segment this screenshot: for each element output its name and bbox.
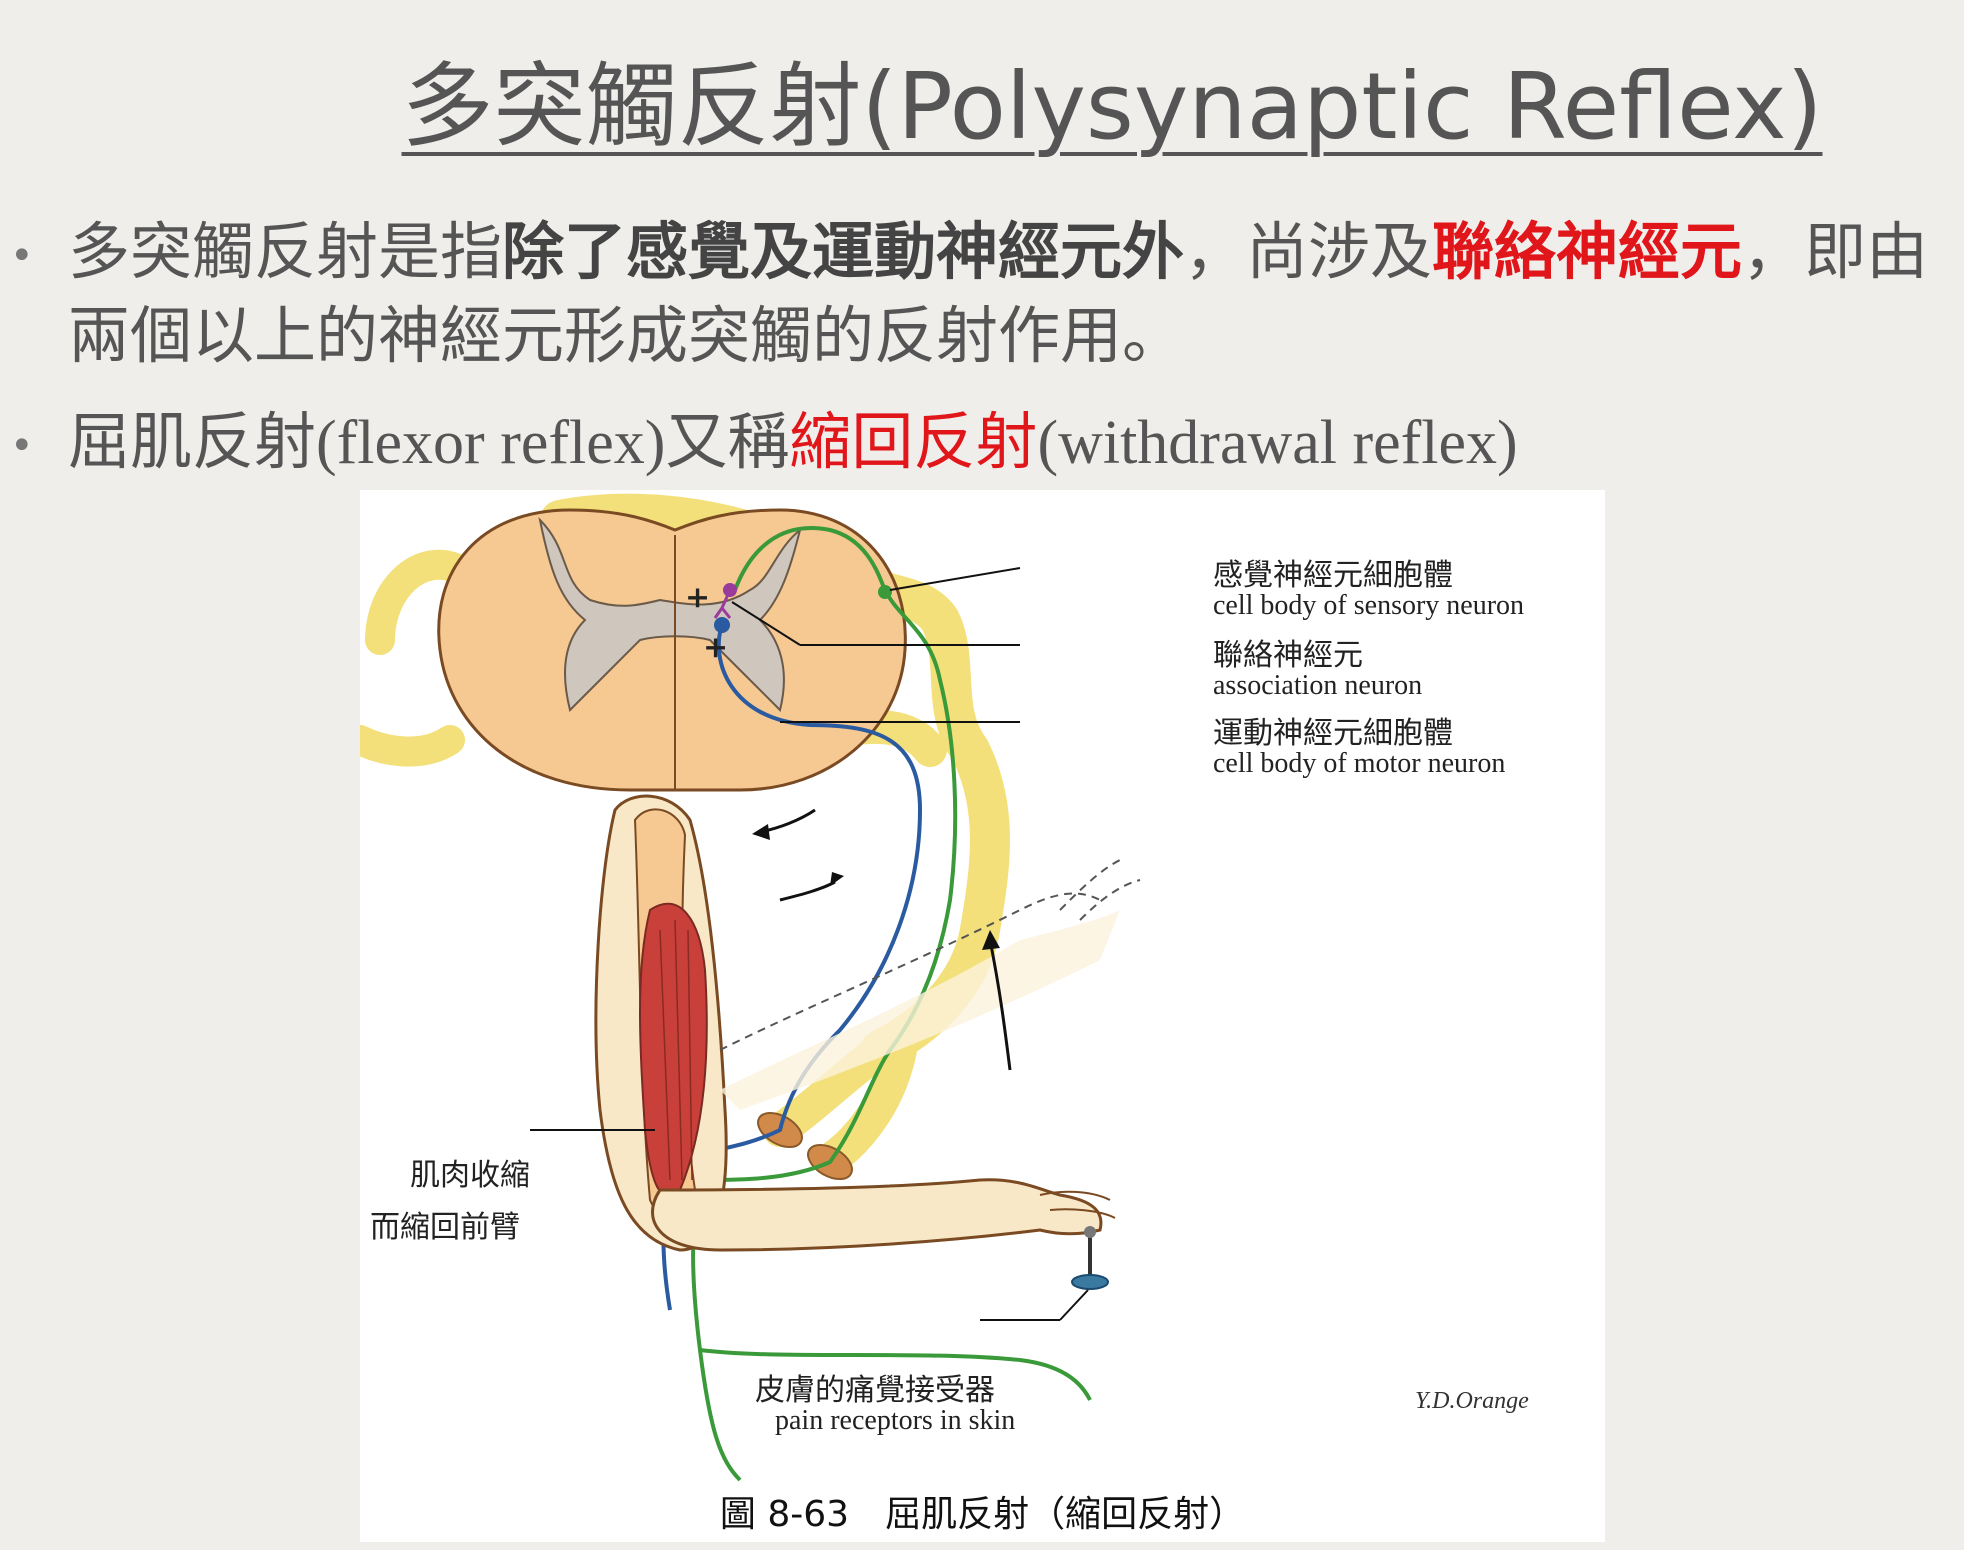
label-motor-en: cell body of motor neuron xyxy=(1213,748,1506,779)
plus-sign-motor: + xyxy=(703,630,729,665)
hand-fingers xyxy=(1039,1190,1116,1219)
bullet1-text-2: ，尚涉及 xyxy=(1184,215,1433,288)
figure-caption: 圖 8-63 屈肌反射（縮回反射） xyxy=(719,1494,1246,1535)
raised-hand-outline xyxy=(1059,859,1141,921)
withdrawal-arrowhead xyxy=(982,930,1000,950)
label-sensory-zh: 感覺神經元細胞體 xyxy=(1213,558,1453,593)
bullet1-red: 聯絡神經元 xyxy=(1432,215,1743,288)
biceps-striations xyxy=(659,919,693,1181)
bullet1-text-3: ，即由兩個以上的神經元形成突觸的反射作用。 xyxy=(68,215,1929,372)
bullet1-text-1: 多突觸反射是指 xyxy=(68,215,503,288)
bullet1-bold: 除了感覺及運動神經元外 xyxy=(502,215,1185,288)
sensory-signal-arrow xyxy=(779,880,836,902)
raised-forearm-fill xyxy=(720,910,1120,1110)
leader-sensory xyxy=(889,567,1021,591)
spinal-cord xyxy=(437,508,907,792)
bullet-dot: • xyxy=(10,233,34,279)
label-motor-zh: 運動神經元細胞體 xyxy=(1213,716,1453,751)
bullet2-text-2: 又稱 xyxy=(665,405,790,478)
artist-signature: Y.D.Orange xyxy=(1415,1388,1529,1414)
motor-signal-arrowhead xyxy=(752,824,770,840)
sensory-neuron-arm xyxy=(699,1348,1092,1401)
slide-title: 多突觸反射(Polysynaptic Reflex) xyxy=(401,53,1823,160)
reflex-illustration xyxy=(360,493,1141,1482)
leader-association xyxy=(731,601,801,646)
bullet-polysynaptic-definition: • 多突觸反射是指除了感覺及運動神經元外，尚涉及聯絡神經元，即由兩個以上的神經元… xyxy=(10,210,1948,378)
bullet2-en-2: (withdrawal reflex) xyxy=(1037,409,1518,477)
reflex-figure: + + 感覺神經元細胞體 cell body of sensory neuron… xyxy=(360,490,1605,1542)
bullet-flexor-reflex: • 屈肌反射(flexor reflex)又稱縮回反射(withdrawal r… xyxy=(10,400,1948,485)
left-roots xyxy=(360,549,475,767)
gray-matter xyxy=(538,516,802,712)
sensory-signal-arrowhead xyxy=(830,872,844,886)
association-neuron-fibre xyxy=(713,589,732,619)
leader-pain-2 xyxy=(1059,1289,1089,1321)
receptor-tip xyxy=(1084,1226,1096,1238)
label-association-zh: 聯絡神經元 xyxy=(1213,638,1363,673)
withdrawal-arrow xyxy=(988,939,1012,1071)
bullet2-en-1: (flexor reflex) xyxy=(316,409,666,477)
label-muscle-zh-1: 肌肉收縮 xyxy=(410,1158,530,1193)
receptor-base xyxy=(1071,1274,1109,1290)
bullet2-red: 縮回反射 xyxy=(789,405,1038,478)
label-pain-en: pain receptors in skin xyxy=(775,1405,1016,1436)
label-sensory-en: cell body of sensory neuron xyxy=(1213,590,1525,621)
label-muscle-zh-2: 而縮回前臂 xyxy=(370,1210,520,1245)
bullet2-text-1: 屈肌反射 xyxy=(68,405,317,478)
raised-forearm-outline xyxy=(719,892,1101,1051)
sensory-cell-body xyxy=(878,585,892,599)
motor-cell-body xyxy=(714,617,730,633)
label-association-en: association neuron xyxy=(1213,670,1423,701)
forearm xyxy=(651,1178,1103,1252)
bullet-dot: • xyxy=(10,423,34,469)
label-pain-zh: 皮膚的痛覺接受器 xyxy=(755,1373,995,1408)
plus-sign-sensory: + xyxy=(685,580,711,615)
